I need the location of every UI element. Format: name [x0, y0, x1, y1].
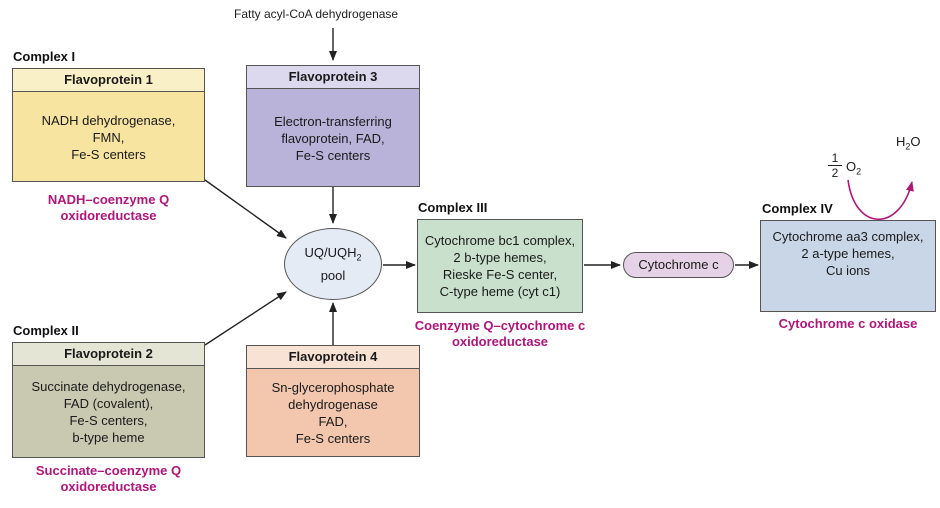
complex-iv-box: Cytochrome aa3 complex, 2 a-type hemes, … [760, 220, 936, 312]
complex-i-name-line-1: NADH–coenzyme Q [47, 192, 170, 207]
oxygen-label: O2 [846, 159, 862, 177]
complex-iv-body: Cytochrome aa3 complex, 2 a-type hemes, … [761, 221, 935, 283]
flavoprotein-1-box: Flavoprotein 1 NADH dehydrogenase, FMN, … [12, 68, 205, 182]
water-label: H2O [896, 134, 921, 152]
complex-iii-body: Cytochrome bc1 complex, 2 b-type hemes, … [418, 220, 582, 312]
c4-line-2: 2 a-type hemes, [801, 245, 895, 261]
complex-ii-label: Complex II [13, 323, 79, 338]
fp4-line-2: dehydrogenase [288, 397, 378, 412]
fp1-line-1: NADH dehydrogenase, [41, 112, 176, 128]
flavoprotein-3-header: Flavoprotein 3 [247, 66, 419, 89]
flavoprotein-1-header: Flavoprotein 1 [13, 69, 204, 92]
fp1-line-2: FMN, [92, 129, 125, 145]
fraction-bar [828, 165, 842, 166]
arrow-c1-to-pool [204, 179, 287, 239]
c3-line-1: Cytochrome bc1 complex, [424, 233, 576, 248]
fp2-line-1: Succinate dehydrogenase, [31, 379, 186, 394]
fraction-denominator: 2 [831, 166, 839, 180]
c4-line-1: Cytochrome aa3 complex, [772, 228, 924, 244]
fp3-line-3: Fe-S centers [295, 147, 371, 163]
flavoprotein-3-body: Electron-transferring flavoprotein, FAD,… [247, 89, 419, 187]
c3-line-3: Rieske Fe-S center, [442, 267, 558, 282]
flavoprotein-3-box: Flavoprotein 3 Electron-transferring fla… [246, 65, 420, 187]
complex-i-name-line-2: oxidoreductase [60, 208, 157, 223]
pool-line-1: UQ/UQH2 [304, 245, 362, 263]
complex-iii-name-line-1: Coenzyme Q–cytochrome c [414, 318, 586, 333]
fp4-line-4: Fe-S centers [295, 431, 371, 446]
fraction-numerator: 1 [831, 151, 839, 165]
fp1-line-3: Fe-S centers [71, 146, 146, 162]
half-fraction: 1 2 [828, 152, 842, 179]
complex-ii-name-line-2: oxidoreductase [60, 479, 157, 494]
fp2-line-4: b-type heme [72, 430, 145, 445]
flavoprotein-4-header: Flavoprotein 4 [247, 346, 419, 369]
fp4-line-1: Sn-glycerophosphate [271, 380, 395, 395]
fp4-line-3: FAD, [318, 414, 348, 429]
c3-line-4: C-type heme (cyt c1) [439, 284, 561, 299]
flavoprotein-2-header: Flavoprotein 2 [13, 343, 204, 366]
complex-i-label: Complex I [13, 49, 76, 64]
complex-iv-label: Complex IV [762, 201, 833, 216]
fatty-acyl-coa-label: Fatty acyl-CoA dehydrogenase [234, 7, 399, 21]
fp3-line-1: Electron-transferring [274, 113, 392, 129]
flavoprotein-4-body: Sn-glycerophosphate dehydrogenase FAD, F… [247, 369, 419, 457]
complex-iii-name-line-2: oxidoreductase [451, 334, 549, 349]
uq-uqh2-pool: UQ/UQH2 pool [284, 228, 382, 300]
flavoprotein-4-box: Flavoprotein 4 Sn-glycerophosphate dehyd… [246, 345, 420, 457]
flavoprotein-1-body: NADH dehydrogenase, FMN, Fe-S centers [13, 92, 204, 182]
flavoprotein-2-box: Flavoprotein 2 Succinate dehydrogenase, … [12, 342, 205, 458]
complex-iii-label: Complex III [418, 200, 488, 215]
fp2-line-2: FAD (covalent), [63, 396, 154, 411]
arrow-o2-to-h2o [847, 179, 914, 220]
complex-iv-name: Cytochrome c oxidase [778, 316, 918, 331]
fp2-line-3: Fe-S centers, [69, 413, 148, 428]
pool-line-2: pool [320, 267, 346, 283]
cytochrome-c-pill: Cytochrome c [623, 252, 734, 278]
complex-ii-name-line-1: Succinate–coenzyme Q [35, 463, 182, 478]
complex-iii-name: Coenzyme Q–cytochrome c oxidoreductase [395, 318, 605, 350]
fp3-line-2: flavoprotein, FAD, [281, 130, 385, 146]
c4-line-3: Cu ions [825, 262, 871, 278]
arrow-c2-to-pool [204, 291, 287, 346]
complex-iii-box: Cytochrome bc1 complex, 2 b-type hemes, … [417, 219, 583, 313]
complex-i-name: NADH–coenzyme Q oxidoreductase [12, 192, 205, 224]
complex-ii-name: Succinate–coenzyme Q oxidoreductase [12, 463, 205, 495]
flavoprotein-2-body: Succinate dehydrogenase, FAD (covalent),… [13, 366, 204, 458]
c3-line-2: 2 b-type hemes, [453, 250, 547, 265]
